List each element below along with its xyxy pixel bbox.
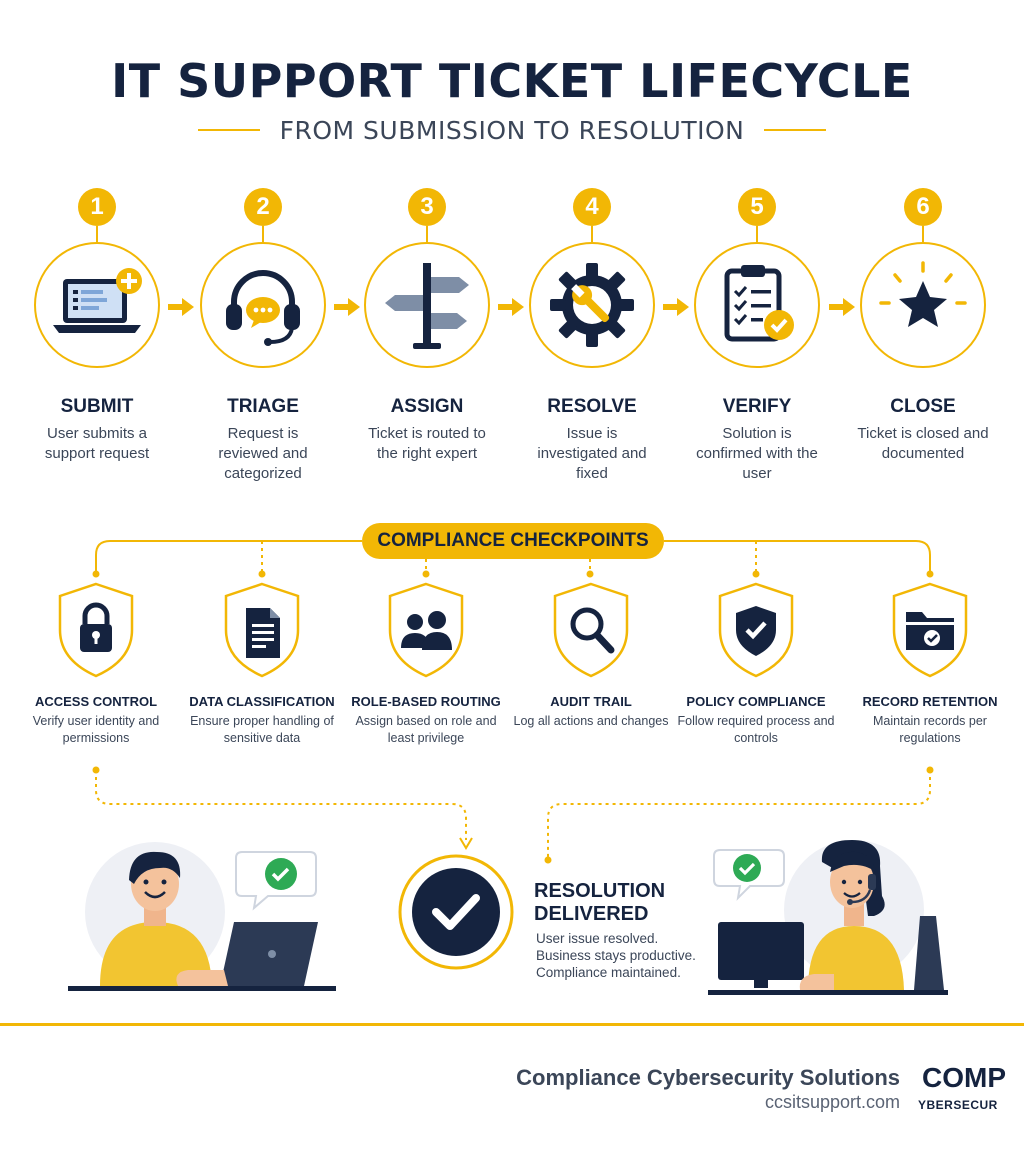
step-label: ASSIGN [390, 396, 464, 417]
step-connector [756, 226, 758, 242]
checkpoint-label: POLICY COMPLIANCE [686, 694, 826, 709]
checkpoint-description: Follow required process and controls [677, 714, 835, 745]
step-icon-circle [694, 242, 820, 368]
checkpoint-description: Verify user identity and permissions [32, 714, 160, 745]
step-number: 4 [573, 188, 611, 226]
laptop-plus-icon [53, 268, 142, 333]
signpost-icon [385, 263, 469, 349]
resolution-desc-line: Compliance maintained. [536, 965, 681, 980]
shield-check-icon [718, 582, 794, 678]
flow-arrow-icon [498, 298, 524, 316]
subtitle-row: FROM SUBMISSION TO RESOLUTION [0, 114, 1024, 146]
headset-icon [226, 270, 300, 346]
checkpoint-record-retention: RECORD RETENTION Maintain records per re… [848, 580, 1012, 747]
step-resolve: 4 RESOLVE Issue is investigated an [517, 188, 667, 484]
step-icon-circle [364, 242, 490, 368]
step-icon-circle [860, 242, 986, 368]
clipboard-check-icon [724, 265, 794, 342]
magnifier-icon [553, 582, 629, 678]
company-logo: COMP YBERSECUR [918, 1062, 1024, 1122]
step-icon-circle [34, 242, 160, 368]
website-link[interactable]: ccsitsupport.com [764, 1092, 900, 1112]
subtitle-divider-right [764, 129, 827, 131]
step-number: 5 [738, 188, 776, 226]
flow-arrow-icon [168, 298, 194, 316]
checkpoint-role-based-routing: ROLE-BASED ROUTING Assign based on role … [344, 580, 508, 747]
page-title: IT SUPPORT TICKET LIFECYCLE [111, 54, 913, 108]
star-icon [879, 261, 967, 327]
folder-check-icon [892, 582, 968, 678]
checkpoint-description: Ensure proper handling of sensitive data [190, 714, 334, 745]
step-description: Solution is confirmed with the user [696, 425, 818, 482]
checkpoint-description: Maintain records per regulations [873, 714, 987, 745]
checkpoint-audit-trail: AUDIT TRAIL Log all actions and changes [509, 580, 673, 730]
footer-divider [0, 1023, 1024, 1026]
resolution-title-line: DELIVERED [534, 903, 649, 925]
user-at-laptop-illustration [68, 842, 336, 991]
checkpoint-label: ROLE-BASED ROUTING [351, 694, 501, 709]
users-icon [388, 582, 464, 678]
step-connector [922, 226, 924, 242]
footer-brand: Compliance Cybersecurity Solutions ccsit… [516, 1065, 900, 1113]
step-number: 6 [904, 188, 942, 226]
logo-tagline: YBERSECUR [918, 1098, 998, 1112]
step-close: 6 CLOSE Ticket is closed and documented [848, 188, 998, 464]
step-label: SUBMIT [60, 396, 134, 417]
resolution-check-icon [398, 854, 514, 970]
step-icon-circle [529, 242, 655, 368]
checkpoint-label: AUDIT TRAIL [550, 694, 632, 709]
flow-arrow-icon [829, 298, 855, 316]
step-number: 2 [244, 188, 282, 226]
resolution-desc-line: User issue resolved. [536, 931, 659, 946]
checkpoint-description: Assign based on role and least privilege [355, 714, 497, 745]
flow-arrow-icon [334, 298, 360, 316]
flow-arrow-icon [663, 298, 689, 316]
logo-text: COMP [922, 1062, 1006, 1093]
resolution-desc-line: Business stays productive. [536, 948, 696, 963]
step-submit: 1 SUBMIT User submits a support request [22, 188, 172, 464]
step-label: TRIAGE [227, 396, 299, 417]
checkpoint-access-control: ACCESS CONTROL Verify user identity and … [14, 580, 178, 747]
step-label: RESOLVE [547, 396, 637, 417]
checkpoint-description: Log all actions and changes [513, 714, 669, 728]
page-subtitle: FROM SUBMISSION TO RESOLUTION [279, 115, 745, 145]
checkpoint-data-classification: DATA CLASSIFICATION Ensure proper handli… [180, 580, 344, 747]
resolution-title-line: RESOLUTION [534, 880, 666, 902]
resolution-description: User issue resolved. Business stays prod… [536, 930, 706, 981]
step-description: Request is reviewed and categorized [218, 425, 308, 482]
step-number: 3 [408, 188, 446, 226]
checkpoint-label: RECORD RETENTION [862, 694, 998, 709]
step-connector [262, 226, 264, 242]
step-description: Ticket is closed and documented [857, 425, 989, 462]
subtitle-divider-left [197, 129, 260, 131]
step-label: VERIFY [722, 396, 792, 417]
step-label: CLOSE [890, 396, 956, 417]
support-agent-illustration [708, 840, 948, 995]
step-connector [591, 226, 593, 242]
step-icon-circle [200, 242, 326, 368]
checkpoint-policy-compliance: POLICY COMPLIANCE Follow required proces… [674, 580, 838, 747]
step-connector [96, 226, 98, 242]
step-number: 1 [78, 188, 116, 226]
step-verify: 5 VERIFY Solution is confirmed with the … [682, 188, 832, 484]
checkpoint-label: ACCESS CONTROL [34, 694, 158, 709]
company-name: Compliance Cybersecurity Solutions [516, 1065, 900, 1090]
compliance-checkpoints-banner: COMPLIANCE CHECKPOINTS [362, 523, 664, 559]
step-description: Issue is investigated and fixed [537, 425, 647, 482]
step-description: Ticket is routed to the right expert [368, 425, 486, 462]
step-description: User submits a support request [44, 425, 150, 462]
checkpoint-label: DATA CLASSIFICATION [189, 694, 335, 709]
step-assign: 3 ASSIGN Ticket is routed to the right e… [352, 188, 502, 464]
document-icon [224, 582, 300, 678]
gear-wrench-icon [550, 263, 634, 347]
step-triage: 2 TRIAGE Request is reviewed and categor… [188, 188, 338, 484]
padlock-icon [58, 582, 134, 678]
step-connector [426, 226, 428, 242]
resolution-title: RESOLUTION DELIVERED [534, 880, 694, 926]
